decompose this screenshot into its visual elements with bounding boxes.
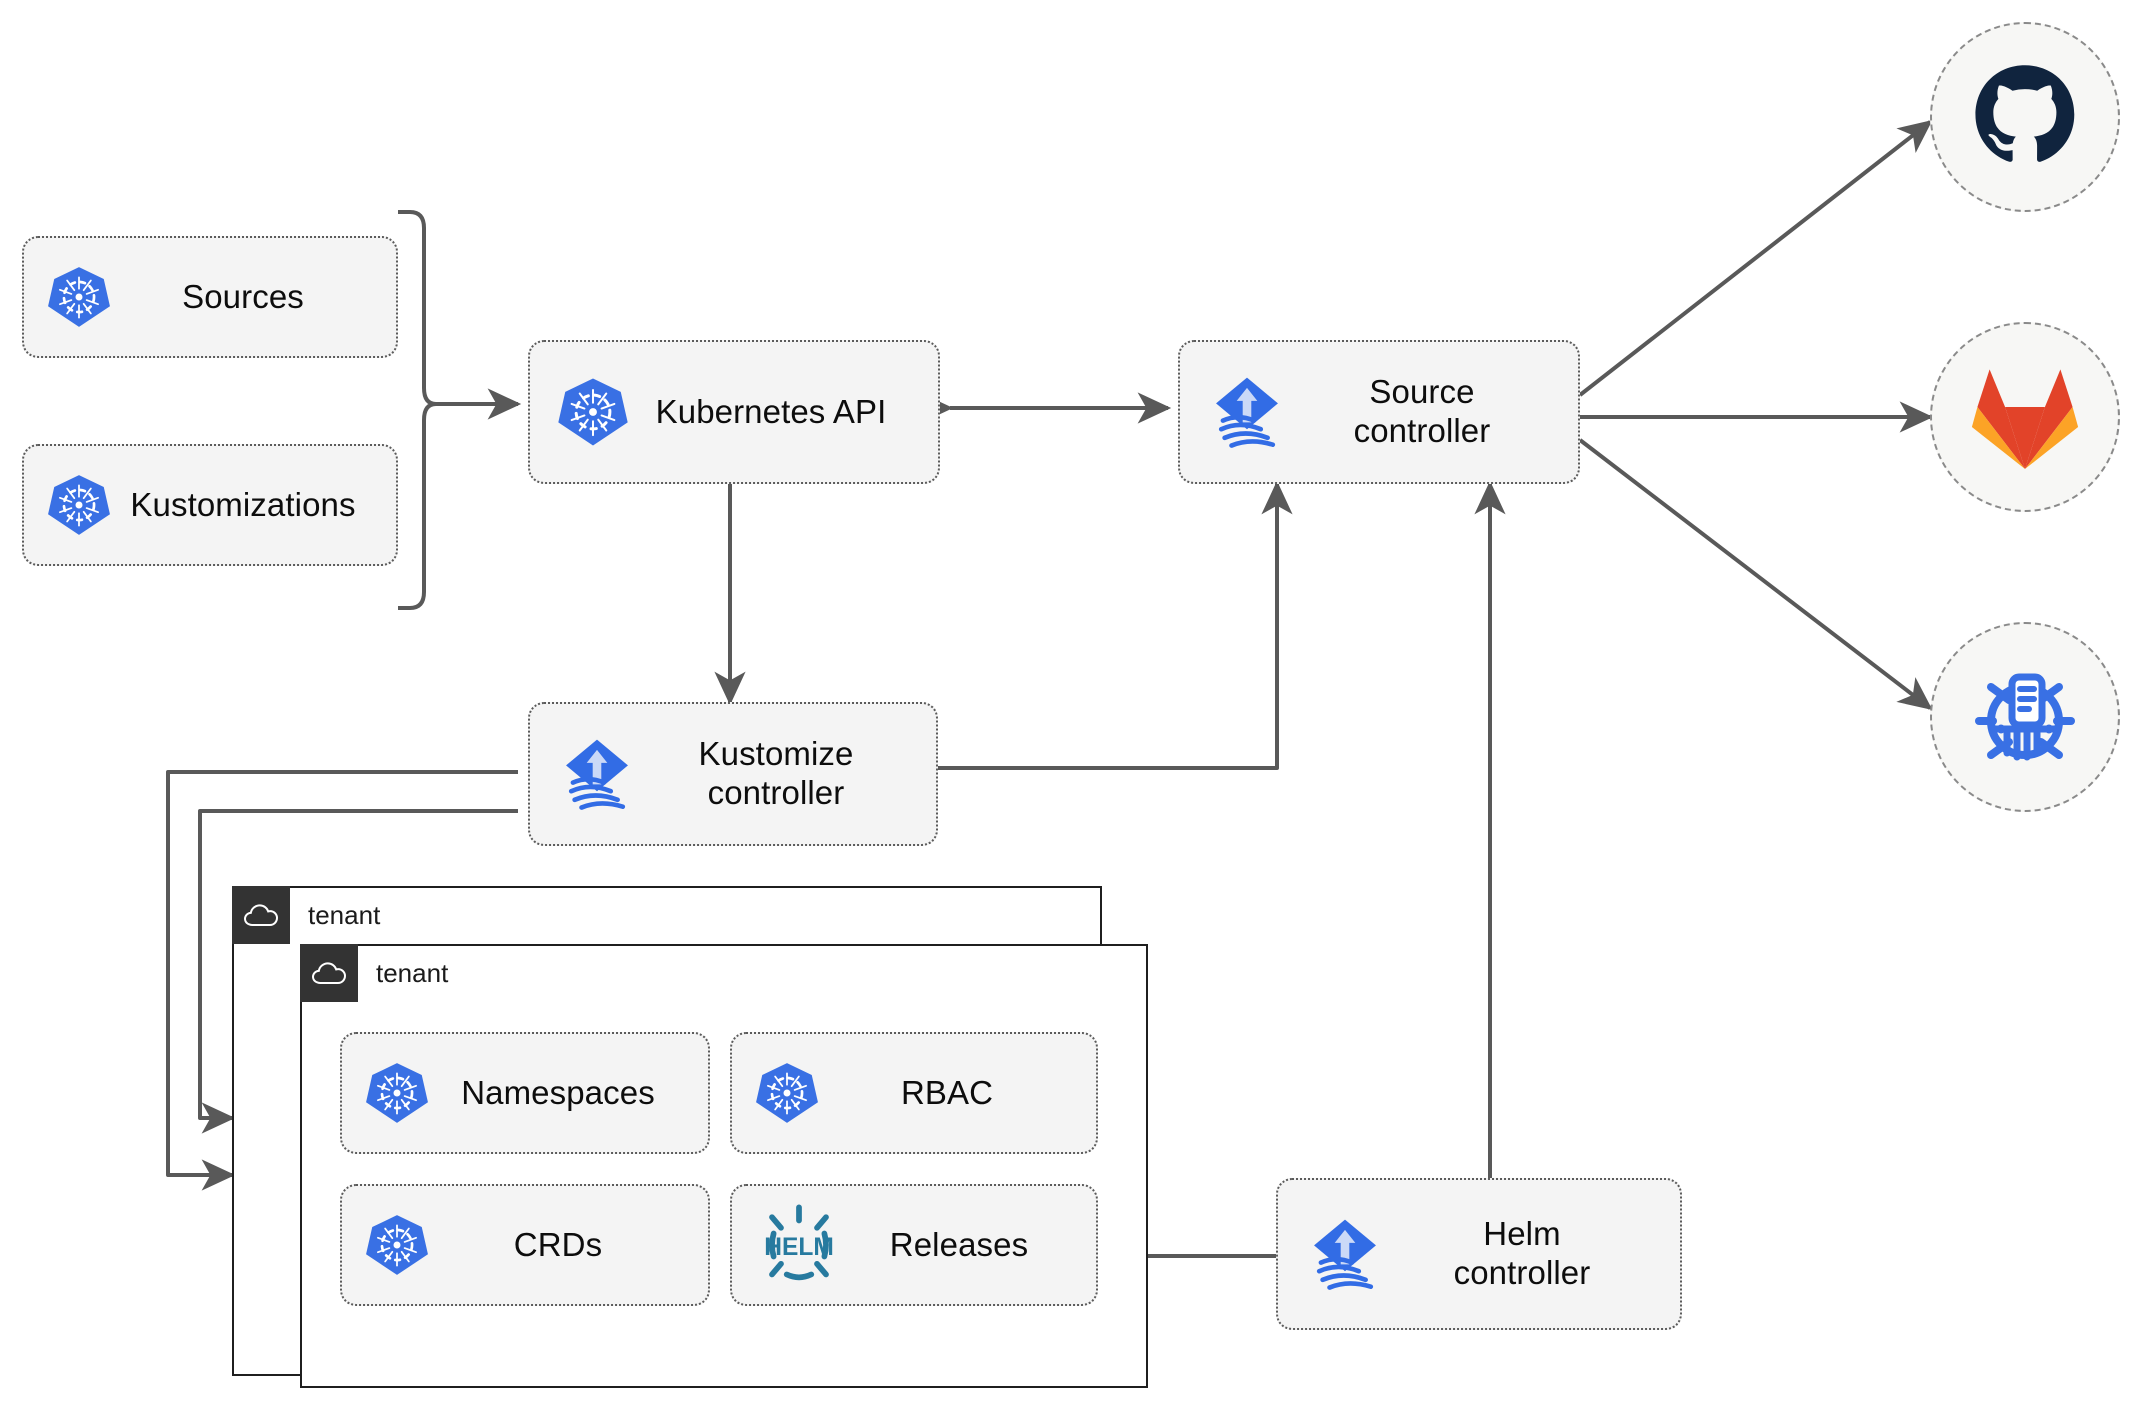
provider-gitlab[interactable] (1930, 322, 2120, 512)
node-label: Kubernetes API (655, 392, 887, 430)
helm-repository-icon (1975, 673, 2075, 761)
github-icon (1975, 65, 2075, 162)
tenant-header: tenant (232, 886, 380, 944)
node-label: RBAC (900, 1073, 994, 1111)
tenant-label: tenant (376, 957, 449, 988)
kubernetes-icon (46, 472, 112, 538)
kubernetes-icon (364, 1212, 430, 1278)
node-label: Namespaces (461, 1073, 655, 1111)
node-label: Kustomizations (130, 485, 356, 523)
tenant-header: tenant (300, 944, 448, 1002)
helm-icon: HELM (754, 1204, 844, 1286)
node-label: Releases (889, 1225, 1029, 1263)
kubernetes-icon (46, 264, 112, 330)
node-crds[interactable]: CRDs (340, 1184, 710, 1306)
flux-icon (1302, 1211, 1388, 1297)
gitlab-icon (1971, 369, 2079, 469)
node-kustomizations[interactable]: Kustomizations (22, 444, 398, 566)
kubernetes-icon (754, 1060, 820, 1126)
kubernetes-icon (556, 375, 630, 449)
provider-helm-repository[interactable] (1930, 622, 2120, 812)
kubernetes-icon (364, 1060, 430, 1126)
tenant-label: tenant (308, 899, 381, 930)
wire-kustomize-source (938, 480, 1293, 770)
flux-icon (554, 731, 640, 817)
svg-text:HELM: HELM (764, 1234, 834, 1261)
wire-source-github (1578, 120, 1933, 397)
provider-github[interactable] (1930, 22, 2120, 212)
node-label: Source controller (1353, 373, 1491, 449)
cloud-icon (300, 944, 358, 1002)
node-helm-controller[interactable]: Helm controller (1276, 1178, 1682, 1330)
node-label: Helm controller (1453, 1215, 1591, 1291)
node-kustomize-controller[interactable]: Kustomize controller (528, 702, 938, 846)
node-releases[interactable]: HELM Releases (730, 1184, 1098, 1306)
node-label: Sources (182, 277, 304, 315)
node-rbac[interactable]: RBAC (730, 1032, 1098, 1154)
node-label: Kustomize controller (698, 735, 854, 811)
node-source-controller[interactable]: Source controller (1178, 340, 1580, 484)
wire-bracket-sources (398, 210, 438, 610)
cloud-icon (232, 886, 290, 944)
tenant-front[interactable]: tenant (300, 944, 1148, 1388)
node-kubernetes-api[interactable]: Kubernetes API (528, 340, 940, 484)
wire-source-helmrepo (1578, 438, 1933, 710)
flux-icon (1204, 369, 1290, 455)
node-namespaces[interactable]: Namespaces (340, 1032, 710, 1154)
node-sources[interactable]: Sources (22, 236, 398, 358)
node-label: CRDs (513, 1225, 603, 1263)
